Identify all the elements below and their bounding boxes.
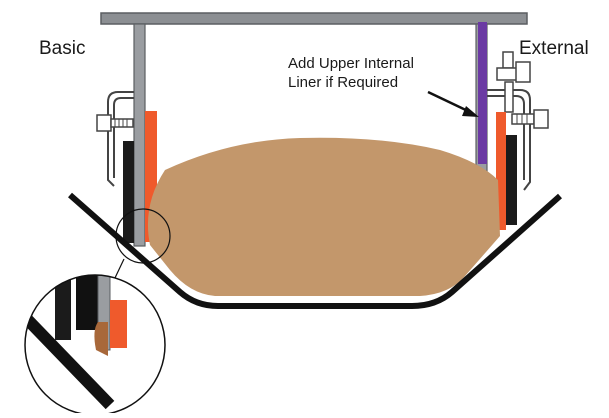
left-rubber-seal xyxy=(123,141,134,243)
label-basic: Basic xyxy=(39,38,86,59)
left-skirt-plate xyxy=(133,23,146,247)
right-clamp-bracket xyxy=(487,89,531,191)
label-upper-liner-note: Add Upper Internal Liner if Required xyxy=(288,54,414,92)
note-line-2: Liner if Required xyxy=(288,74,399,91)
right-purple-liner xyxy=(478,22,487,164)
detail-leader-line xyxy=(113,258,125,281)
left-bolt-icon xyxy=(96,114,134,132)
material-pile xyxy=(147,137,500,296)
zoom-detail xyxy=(25,275,165,415)
left-clamp-bracket xyxy=(107,91,134,187)
detail-callout-circle xyxy=(115,208,171,264)
label-external: External xyxy=(519,38,589,59)
note-arrow xyxy=(427,90,479,117)
right-rubber-seal xyxy=(506,135,517,225)
right-bolt-icon xyxy=(496,51,549,129)
conveyor-trough xyxy=(68,192,562,309)
right-orange-liner xyxy=(496,112,506,230)
note-line-1: Add Upper Internal xyxy=(288,55,414,72)
top-frame-beam xyxy=(100,12,528,25)
